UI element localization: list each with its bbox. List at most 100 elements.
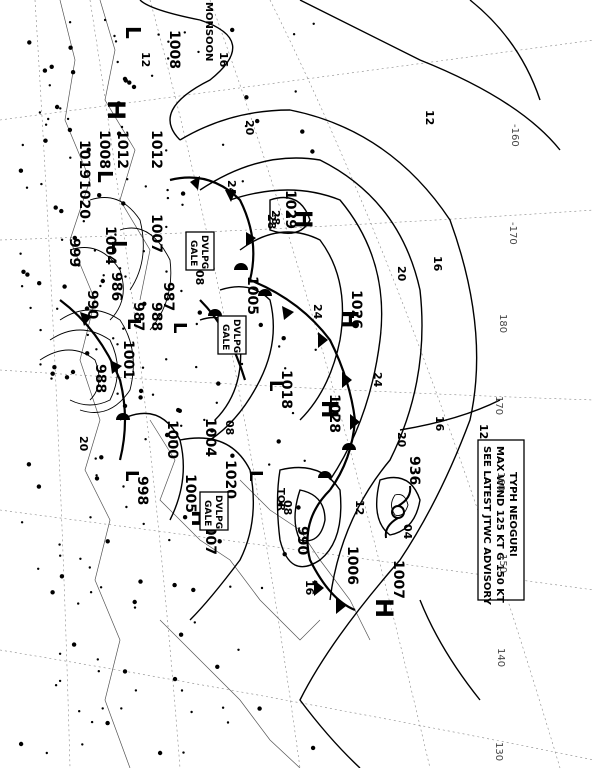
station-dot — [42, 68, 48, 73]
station-dot — [86, 147, 91, 152]
station-dot — [150, 74, 154, 78]
pressure-value: 1029 — [282, 190, 298, 229]
station-dot — [93, 249, 97, 252]
station-dot — [257, 706, 262, 711]
isobar-label: 08 — [223, 420, 236, 435]
pressure-value: 1019 — [76, 140, 92, 179]
pressure-value: 1020 — [76, 180, 92, 219]
station-dot — [88, 566, 92, 569]
pressure-value: 1026 — [348, 290, 364, 329]
station-dot — [96, 658, 100, 661]
gale-box: DVLPG GALE — [217, 315, 247, 355]
station-dot — [230, 453, 235, 458]
station-dot — [217, 539, 222, 544]
pressure-value: 988 — [148, 302, 164, 331]
station-dot — [114, 233, 117, 236]
station-dot — [168, 538, 171, 542]
typhoon-advisory-line3: SEE LATEST JTWC ADVISORY — [481, 446, 492, 606]
station-dot — [116, 392, 119, 395]
station-dot — [165, 149, 168, 152]
station-dot — [182, 515, 188, 520]
station-dot — [36, 484, 42, 489]
typhoon-advisory-box: TYPH NEOGURI MAX WIND 125 KT G 150 KT SE… — [477, 439, 525, 606]
pressure-value: 1005 — [244, 276, 260, 315]
gale-box-line1: DVLPG — [231, 319, 241, 353]
high-center-label: H — [336, 310, 361, 328]
station-dot — [94, 457, 97, 460]
station-dot — [99, 455, 104, 460]
station-dot — [124, 275, 127, 278]
station-dot — [215, 664, 220, 669]
pressure-value: 1000 — [164, 420, 180, 459]
pressure-value: 1018 — [278, 370, 294, 409]
station-dot — [68, 21, 72, 24]
station-dot — [144, 438, 147, 441]
station-dot — [60, 238, 64, 241]
station-dot — [49, 64, 54, 70]
station-dot — [86, 333, 90, 337]
isobar-label: 12 — [139, 52, 152, 67]
station-dot — [20, 285, 24, 288]
station-dot — [180, 191, 186, 196]
station-dot — [240, 362, 244, 366]
longitude-label: -160 — [509, 124, 520, 147]
pressure-value: 1012 — [148, 130, 164, 169]
station-dot — [62, 284, 67, 289]
station-dot — [157, 33, 160, 36]
station-dot — [138, 388, 144, 394]
station-dot — [182, 751, 185, 754]
station-dot — [26, 462, 32, 467]
low-center-label: L — [123, 318, 144, 329]
high-center-label: H — [316, 400, 341, 418]
low-center-label: L — [93, 170, 117, 183]
longitude-label: 160 — [495, 472, 506, 491]
gale-box-line2: GALE — [188, 240, 198, 266]
station-dot — [44, 123, 48, 126]
station-dot — [54, 684, 58, 687]
station-dot — [79, 557, 82, 560]
isobar-label: 20 — [395, 266, 408, 282]
station-dot — [122, 485, 125, 488]
pressure-value: 1004 — [102, 226, 118, 265]
station-dot — [78, 710, 81, 713]
station-dot — [82, 220, 86, 223]
station-dot — [123, 78, 128, 83]
station-dot — [244, 124, 248, 128]
station-dot — [114, 40, 118, 43]
pressure-value: 998 — [134, 476, 150, 505]
station-dot — [127, 80, 132, 85]
isobar-label: 24 — [371, 372, 384, 388]
station-dot — [151, 393, 155, 396]
pressure-value: 990 — [84, 290, 100, 319]
station-dot — [99, 284, 102, 288]
station-dot — [314, 348, 317, 351]
pressure-value: 1020 — [222, 460, 238, 499]
station-dot — [21, 269, 26, 274]
pressure-value: 988 — [92, 364, 108, 393]
station-dot — [48, 84, 51, 87]
station-dot — [195, 322, 198, 326]
fronts — [59, 176, 360, 614]
typhoon-advisory-line2: MAX WIND 125 KT G 150 KT — [494, 446, 505, 603]
station-dot — [47, 117, 50, 121]
station-dot — [58, 543, 61, 546]
isobar-label: 12 — [477, 424, 490, 439]
station-dot — [260, 586, 264, 590]
station-dot — [116, 60, 119, 64]
station-dot — [138, 579, 143, 584]
station-dot — [116, 101, 121, 106]
station-dot — [59, 208, 64, 214]
isobar-label: 08 — [281, 500, 294, 515]
station-dot — [134, 689, 138, 692]
station-dot — [157, 750, 163, 756]
station-dot — [99, 586, 103, 589]
station-dot — [276, 439, 281, 444]
station-dot — [190, 710, 193, 714]
pressure-value: 1007 — [148, 214, 164, 253]
station-dot — [52, 365, 57, 370]
pressure-value: 986 — [108, 272, 124, 301]
station-dot — [165, 358, 168, 361]
station-dot — [64, 375, 70, 380]
station-dot — [226, 721, 230, 724]
pressure-value: 1007 — [390, 560, 406, 599]
